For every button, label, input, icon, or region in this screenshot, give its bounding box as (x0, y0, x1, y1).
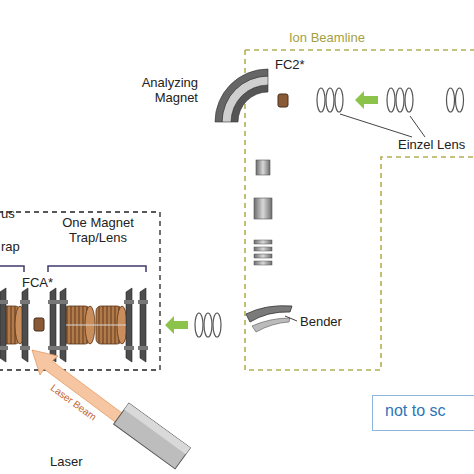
drawing-part (124, 346, 134, 350)
drawing-part (326, 88, 334, 112)
drawing-part (58, 300, 68, 304)
region-outline (245, 50, 474, 370)
bracket (0, 266, 24, 272)
node-text: Ion Beamline (289, 30, 474, 45)
bender (252, 318, 290, 332)
part-label: One Magnet Trap/Lens (46, 216, 150, 246)
faraday-cup (34, 318, 44, 331)
part-label: rap (1, 240, 20, 255)
drawing-part (387, 88, 395, 112)
beam-arrow (165, 316, 188, 334)
laser-box (114, 403, 191, 469)
einzel-lens (195, 313, 221, 337)
drawing-part (254, 240, 272, 244)
apparatus-outline (0, 212, 160, 370)
part-label: Einzel Lens (398, 138, 465, 153)
drawing-part (140, 288, 146, 362)
drawing-part (254, 254, 272, 258)
drawing-part (138, 300, 148, 304)
drawing-part (66, 325, 126, 326)
node-text: not to sc (385, 402, 474, 420)
drawing-part (20, 300, 30, 304)
quadrupole (254, 198, 272, 219)
drawing-part (0, 300, 8, 304)
faraday-cup (278, 94, 288, 107)
drawing-part (204, 313, 212, 337)
leader-line (340, 114, 412, 137)
beam-arrow (355, 91, 378, 109)
part-label: FC2* (275, 58, 305, 73)
one-magnet-trap (0, 288, 148, 362)
drawing-part (20, 346, 30, 350)
laser-beam (32, 350, 126, 424)
drawing-part (126, 288, 132, 362)
bracket (48, 266, 146, 272)
magnet-band (222, 76, 268, 122)
einzel-lens (317, 88, 343, 112)
drawing-part (456, 88, 464, 112)
drawing-part (138, 346, 148, 350)
magnet-band (215, 69, 268, 122)
part-label: Bender (300, 315, 342, 330)
drawing-part (48, 346, 58, 350)
drawing-part (213, 313, 221, 337)
node-text: us (1, 206, 38, 221)
analyzing-magnet (215, 69, 268, 122)
leader-line (410, 116, 425, 137)
scale-note-box: not to sc (372, 395, 474, 431)
drawing-part (0, 346, 8, 350)
drawing-part (405, 88, 413, 112)
drawing-part (396, 88, 404, 112)
part-label: FCA* (22, 276, 53, 291)
drawing-part (317, 88, 325, 112)
drawing-part (254, 261, 272, 265)
einzel-lens (447, 88, 464, 112)
drawing-part (124, 403, 190, 454)
lens-stack (254, 240, 272, 265)
part-label: Laser (50, 455, 83, 470)
steerer (256, 160, 270, 175)
drawing-part (124, 300, 134, 304)
drawing-part (58, 346, 68, 350)
apparatus-region: us (0, 206, 38, 226)
drawing-part (0, 288, 6, 362)
drawing-part (60, 288, 66, 362)
drawing-part (254, 247, 272, 251)
drawing-part (48, 300, 58, 304)
leader-line (285, 316, 297, 321)
beamline-region: Ion Beamline (245, 30, 474, 48)
drawing-part (50, 288, 56, 362)
drawing-part (114, 403, 191, 469)
part-label: Analyzing Magnet (118, 76, 198, 106)
drawing-part (195, 313, 203, 337)
einzel-lens (387, 88, 413, 112)
drawing-part (22, 288, 28, 362)
drawing-part (335, 88, 343, 112)
drawing-part (447, 88, 455, 112)
